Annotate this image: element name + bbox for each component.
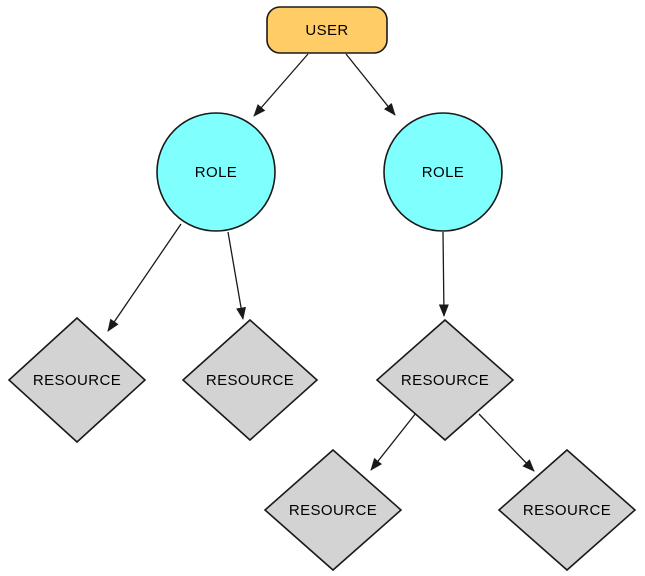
edge-resource-3-to-resource-5	[478, 413, 535, 472]
node-resource-2: RESOURCE	[181, 318, 319, 442]
resource-3-label: RESOURCE	[401, 372, 489, 389]
edge-user-to-role-left	[253, 53, 309, 117]
node-user: USER	[266, 6, 388, 54]
connector-arrow	[107, 223, 182, 332]
connector-arrow	[478, 413, 535, 472]
resource-diamond-shape	[497, 448, 637, 572]
connector-arrow	[370, 412, 417, 471]
user-box-shape	[266, 6, 388, 54]
resource-4-label: RESOURCE	[289, 502, 377, 519]
resource-2-label: RESOURCE	[206, 372, 294, 389]
node-role-left: ROLE	[156, 112, 276, 232]
role-right-label: ROLE	[422, 164, 464, 181]
edge-role-left-to-resource-2	[227, 231, 246, 320]
resource-diamond-shape	[181, 318, 319, 442]
connector-arrow	[227, 231, 246, 320]
connector-arrow	[438, 231, 449, 317]
user-label: USER	[305, 22, 348, 39]
resource-diamond-shape	[375, 318, 515, 442]
resource-5-label: RESOURCE	[523, 502, 611, 519]
node-resource-3: RESOURCE	[375, 318, 515, 442]
resource-diamond-shape	[7, 316, 147, 444]
node-role-right: ROLE	[383, 112, 503, 232]
edge-resource-3-to-resource-4	[370, 412, 417, 471]
connector-arrow	[345, 53, 396, 116]
role-left-label: ROLE	[195, 164, 237, 181]
node-resource-1: RESOURCE	[7, 316, 147, 444]
resource-1-label: RESOURCE	[33, 372, 121, 389]
edge-user-to-role-right	[345, 53, 396, 116]
node-resource-4: RESOURCE	[263, 448, 403, 572]
resource-diamond-shape	[263, 448, 403, 572]
node-resource-5: RESOURCE	[497, 448, 637, 572]
role-circle-shape	[383, 112, 503, 232]
edge-role-left-to-resource-1	[107, 223, 182, 332]
edge-role-right-to-resource-3	[438, 231, 449, 317]
role-circle-shape	[156, 112, 276, 232]
connector-arrow	[253, 53, 309, 117]
